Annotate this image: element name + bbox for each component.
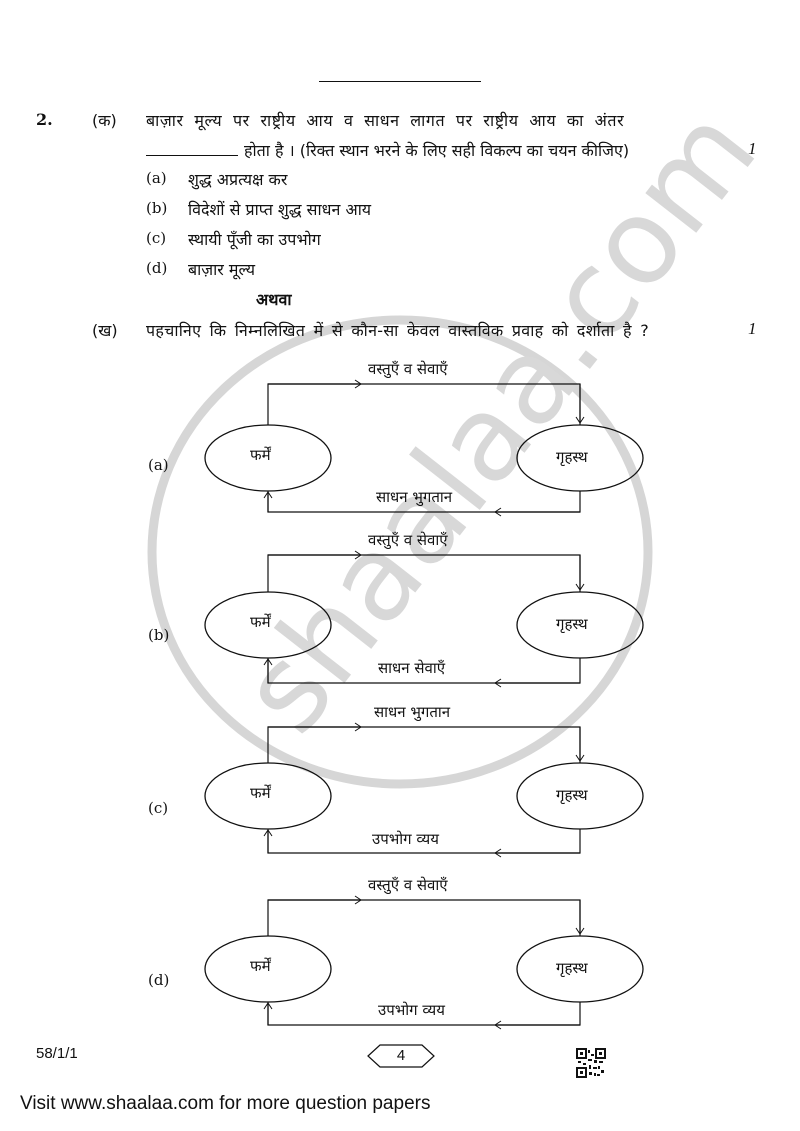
diagram-b-right-node: गृहस्थ [556,615,588,633]
firms-node [204,762,332,830]
option-c-label: (c) [146,229,167,247]
diagram-a-bottom-flow: साधन भुगतान [376,488,453,506]
diagram-d [204,895,644,1030]
part-b-label: (ख) [92,321,118,340]
diagram-d-bottom-flow: उपभोग व्यय [378,1001,445,1019]
diagram-c-left-node: फर्में [250,784,271,802]
firms-node [204,424,332,492]
diagram-c-label: (c) [148,799,169,817]
part-b-text: पहचानिए कि निम्नलिखित में से कौन-सा केवल… [146,321,649,340]
visit-link[interactable]: Visit www.shaalaa.com for more question … [20,1093,431,1114]
households-node [516,591,644,659]
header-rule [319,81,481,82]
diagram-a-left-node: फर्में [250,446,271,464]
option-d-text: बाज़ार मूल्य [188,260,256,279]
option-b-label: (b) [146,199,168,217]
diagram-c-right-node: गृहस्थ [556,786,588,804]
diagram-b-top-flow: वस्तुएँ व सेवाएँ [368,531,448,549]
diagram-b-label: (b) [148,626,170,644]
diagram-a-right-node: गृहस्थ [556,448,588,466]
diagram-a-label: (a) [148,456,169,474]
part-b-marks: 1 [748,319,757,338]
diagram-b-left-node: फर्में [250,613,271,631]
diagram-d-right-node: गृहस्थ [556,959,588,977]
option-a-label: (a) [146,169,167,187]
diagram-d-top-flow: वस्तुएँ व सेवाएँ [368,876,448,894]
diagram-d-label: (d) [148,971,170,989]
question-number: 2. [36,110,53,129]
part-a-marks: 1 [748,139,757,158]
households-node [516,935,644,1003]
answer-blank [146,155,238,156]
diagram-c [204,722,644,858]
part-a-line1: बाज़ार मूल्य पर राष्ट्रीय आय व साधन लागत… [146,111,625,130]
diagram-d-left-node: फर्में [250,957,271,975]
diagram-c-bottom-flow: उपभोग व्यय [372,830,439,848]
option-d-label: (d) [146,259,168,277]
part-a-line2: होता है । (रिक्त स्थान भरने के लिए सही व… [146,139,629,161]
part-a-label: (क) [92,111,117,130]
households-node [516,762,644,830]
diagram-b [204,550,644,688]
diagram-a-top-flow: वस्तुएँ व सेवाएँ [368,360,448,378]
diagram-b-bottom-flow: साधन सेवाएँ [378,659,446,677]
page-number: 4 [396,1047,406,1064]
option-b-text: विदेशों से प्राप्त शुद्ध साधन आय [188,200,372,219]
diagram-a [204,379,644,517]
option-a-text: शुद्ध अप्रत्यक्ष कर [188,170,288,189]
households-node [516,424,644,492]
paper-code: 58/1/1 [36,1045,78,1062]
option-c-text: स्थायी पूँजी का उपभोग [188,230,321,249]
diagram-c-top-flow: साधन भुगतान [374,703,451,721]
firms-node [204,591,332,659]
qr-code-icon [576,1048,606,1078]
or-label: अथवा [256,290,292,309]
firms-node [204,935,332,1003]
